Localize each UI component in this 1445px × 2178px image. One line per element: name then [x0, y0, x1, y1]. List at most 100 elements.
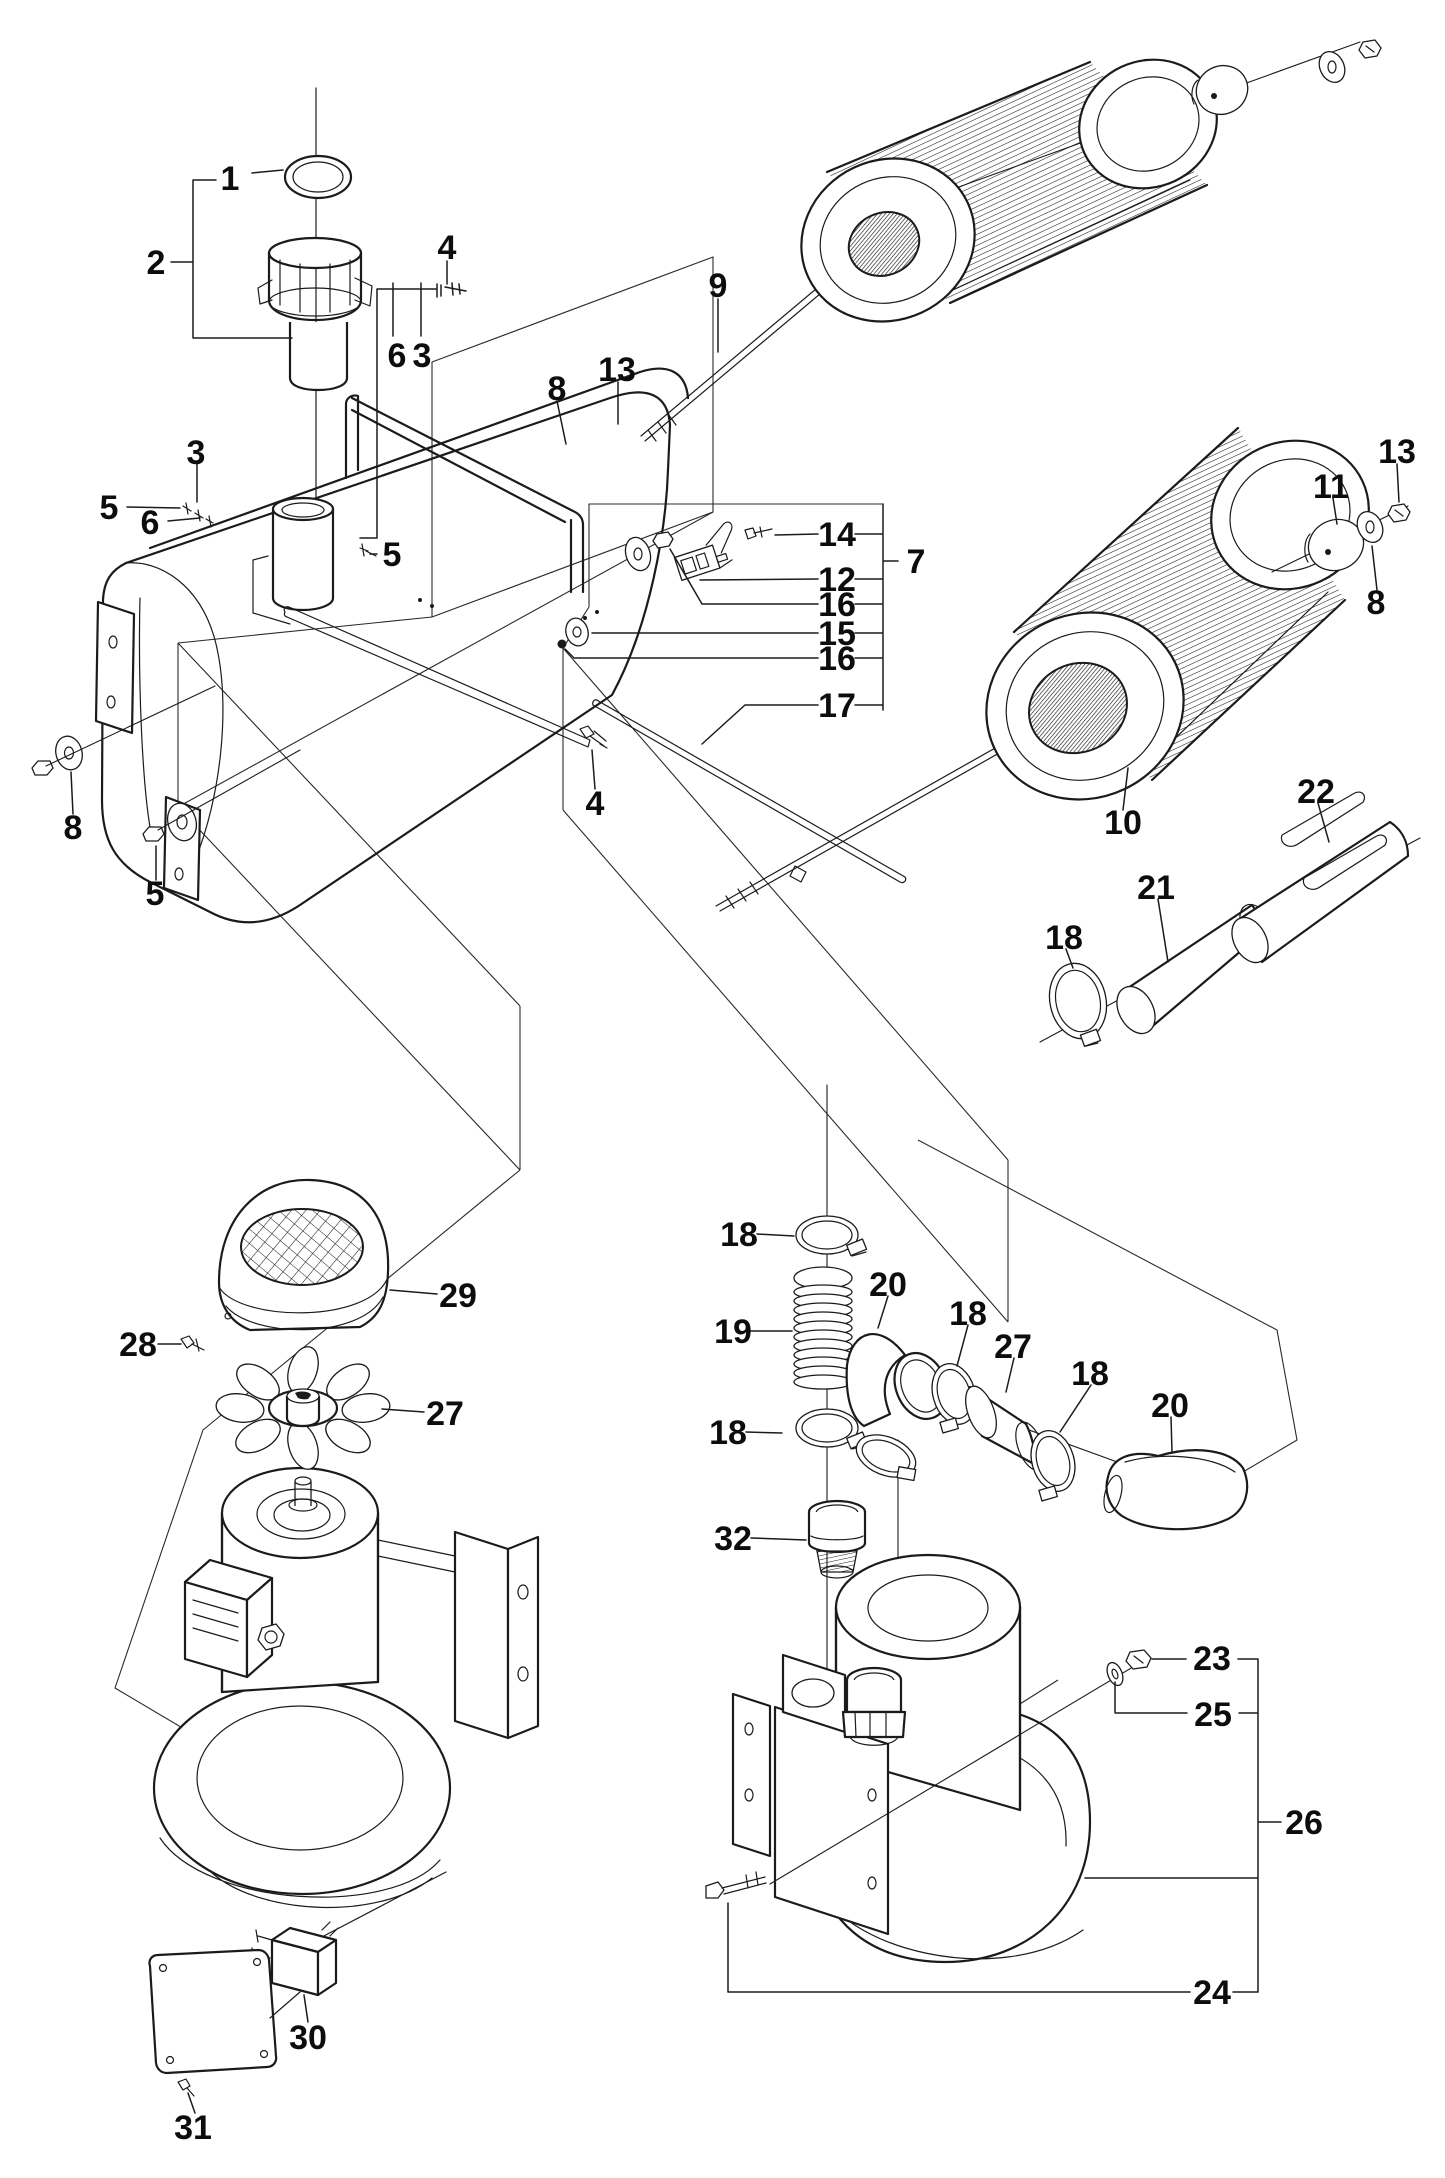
elbow-20b [1103, 1449, 1249, 1531]
part-label-6b: 6 [141, 504, 160, 542]
filter-cartridge-upper [800, 58, 1218, 323]
hose-group [793, 1084, 1249, 1689]
part-label-13a: 13 [598, 351, 636, 389]
inlet-port [252, 496, 335, 625]
part-label-27a: 27 [426, 1395, 464, 1433]
part-label-17: 17 [818, 687, 856, 725]
washer-nut-left-5 [142, 749, 301, 842]
part-label-4b: 4 [586, 785, 605, 823]
part-label-13b: 13 [1378, 433, 1416, 471]
part-label-9: 9 [709, 267, 728, 305]
left-motor-assembly [148, 1178, 540, 2097]
end-nut-13b [1387, 503, 1411, 523]
filter-rod-9 [640, 219, 903, 442]
part-label-14: 14 [818, 516, 856, 554]
muffler-22 [1231, 791, 1410, 964]
part-label-5a: 5 [100, 489, 119, 527]
part-label-8b: 8 [1367, 584, 1386, 622]
upper-filter-assembly [640, 39, 1382, 442]
part-label-18b: 18 [720, 1216, 758, 1254]
filter-cartridge-lower [985, 426, 1370, 801]
bolt-4b [579, 725, 608, 749]
muffler-group [1039, 791, 1421, 1048]
terminal-block-30 [247, 1871, 447, 1997]
part-label-19: 19 [714, 1313, 752, 1351]
filter-rod-10 [715, 699, 1085, 912]
hose-clamp-18-top [795, 1215, 868, 1257]
lower-filter-assembly [715, 426, 1411, 912]
part-label-2: 2 [147, 244, 166, 282]
part-label-5c: 5 [146, 875, 165, 913]
junction-box [183, 1558, 285, 1679]
nut-23 [1125, 1649, 1152, 1670]
small-screws-cluster [182, 502, 214, 528]
hose-clamp-18-angled [855, 1434, 917, 1482]
part-label-4a: 4 [438, 229, 457, 267]
tank-assembly [31, 367, 907, 924]
part-label-5b: 5 [383, 536, 402, 574]
part-label-18e: 18 [709, 1414, 747, 1452]
mount-bracket-left-motor [377, 1530, 540, 1740]
volute-housing [152, 1680, 452, 1908]
part-label-20a: 20 [869, 1266, 907, 1304]
part-label-18a: 18 [1045, 919, 1083, 957]
hose-clamp-18a [1048, 962, 1108, 1048]
corrugated-hose-19 [793, 1266, 853, 1390]
lid-assembly [257, 87, 373, 501]
part-label-10: 10 [1104, 804, 1142, 842]
part-label-29: 29 [439, 1277, 477, 1315]
part-label-26: 26 [1285, 1804, 1323, 1842]
part-label-16a: 16 [818, 586, 856, 624]
part-label-23: 23 [1193, 1640, 1231, 1678]
right-blower-assembly [705, 1553, 1152, 1964]
valve-body [673, 521, 733, 582]
float-valve-detail [624, 521, 773, 582]
part-label-1: 1 [221, 160, 240, 198]
part-label-30: 30 [289, 2019, 327, 2057]
part-label-18c: 18 [949, 1295, 987, 1333]
threaded-fitting-32 [807, 1499, 867, 1579]
tube-21 [1116, 903, 1273, 1035]
part-label-24: 24 [1193, 1974, 1231, 2012]
bolt-24 [705, 1871, 767, 1899]
end-washer-8b [1356, 510, 1384, 544]
part-label-8a: 8 [548, 370, 567, 408]
screw-28 [180, 1335, 205, 1352]
washer-nut-left-8 [31, 685, 216, 776]
part-label-32: 32 [714, 1520, 752, 1558]
part-label-21: 21 [1137, 869, 1175, 907]
mesh-dome-29 [217, 1178, 390, 1332]
part-label-8c: 8 [64, 809, 83, 847]
part-label-3b: 3 [187, 434, 206, 472]
end-nut [1358, 39, 1382, 59]
hose-clamp-18d [1030, 1429, 1076, 1502]
inlet-flange-port [781, 1653, 847, 1734]
part-label-6a: 6 [388, 337, 407, 375]
motor-shaft [288, 1476, 318, 1512]
tank-washer-right [557, 617, 589, 649]
washer-25 [1106, 1661, 1124, 1687]
tank-body [100, 367, 690, 924]
part-label-27b: 27 [994, 1328, 1032, 1366]
part-label-25: 25 [1194, 1696, 1232, 1734]
end-washer [1318, 50, 1346, 84]
float-cage [257, 236, 373, 392]
blower-mount-plate [731, 1692, 890, 1936]
part-label-28: 28 [119, 1326, 157, 1364]
part-label-20b: 20 [1151, 1387, 1189, 1425]
threaded-outlet-port [841, 1666, 907, 1746]
part-label-15: 15 [818, 615, 856, 653]
cover-plate-31 [148, 1948, 301, 2097]
part-label-11: 11 [1313, 468, 1349, 506]
part-label-12: 12 [818, 561, 856, 599]
part-label-31: 31 [174, 2109, 212, 2147]
mount-plate-upper [94, 600, 136, 735]
part-label-22: 22 [1297, 773, 1335, 811]
support-strut [283, 606, 907, 884]
part-label-18d: 18 [1071, 1355, 1109, 1393]
end-cap-disc [1191, 64, 1249, 116]
part-label-16b: 16 [818, 640, 856, 678]
